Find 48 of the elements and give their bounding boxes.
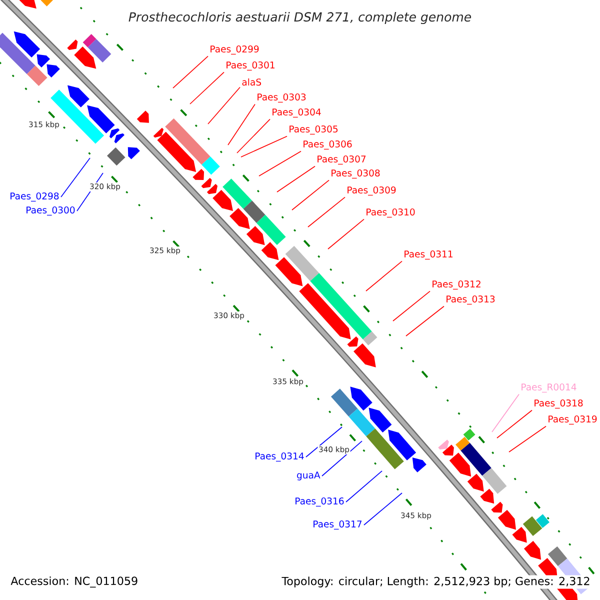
gene-label: Paes_0298 [10, 192, 59, 202]
leader-line [392, 290, 430, 322]
leader-line [492, 394, 520, 432]
leader-line [208, 86, 240, 124]
leader-line [236, 118, 270, 154]
genome-info-text: Topology: circular; Length: 2,512,923 bp; Genes: 2,312 [280, 575, 592, 589]
leader-line [366, 260, 402, 292]
gene-label: Paes_0314 [256, 452, 304, 462]
gene-label: alaS [242, 78, 262, 86]
gene-label: Paes_0306 [304, 140, 352, 150]
leader-line [60, 158, 90, 198]
leader-line [292, 180, 330, 210]
leader-line [228, 104, 256, 146]
leader-line [328, 218, 364, 250]
leader-line [276, 166, 316, 192]
leader-line [496, 410, 532, 438]
gene-label: Paes_R0014 [522, 383, 576, 393]
gene-label: Paes_0310 [366, 208, 415, 218]
gene-label: Paes_0318 [534, 399, 583, 409]
leader-line [240, 136, 288, 158]
leader-line [190, 72, 224, 104]
leader-line [406, 306, 444, 336]
accession-text: Accession: NC_011059 [10, 576, 138, 588]
leader-line [508, 426, 546, 452]
gene-label: Paes_0313 [446, 295, 495, 305]
gene-label: Paes_0308 [332, 169, 380, 179]
gene-label: Paes_0304 [272, 108, 321, 118]
leader-line [258, 150, 302, 176]
leader-line [364, 492, 402, 526]
gene-label: Paes_0301 [226, 61, 274, 71]
gene-label: Paes_0303 [258, 93, 306, 103]
gene-label: Paes_0312 [432, 280, 480, 290]
gene-label: Paes_0299 [210, 45, 259, 55]
gene-label: Paes_0319 [548, 415, 597, 425]
gene-label: Paes_0309 [348, 186, 396, 196]
gene-label: Paes_0300 [26, 206, 75, 216]
gene-label: Paes_0307 [318, 155, 366, 165]
gene-label: guaA [297, 472, 320, 480]
gene-label: Paes_0316 [296, 497, 344, 507]
gene-label: Paes_0317 [314, 520, 362, 530]
title: Prosthecochloris aestuarii DSM 271, complete genome [128, 12, 472, 24]
leader-line [308, 196, 346, 228]
gene-label: Paes_0305 [290, 125, 338, 135]
gene-label: Paes_0311 [404, 250, 452, 260]
leader-line [172, 56, 208, 88]
leader-line [322, 440, 362, 476]
leader-line [306, 426, 342, 458]
leader-line [346, 470, 382, 502]
